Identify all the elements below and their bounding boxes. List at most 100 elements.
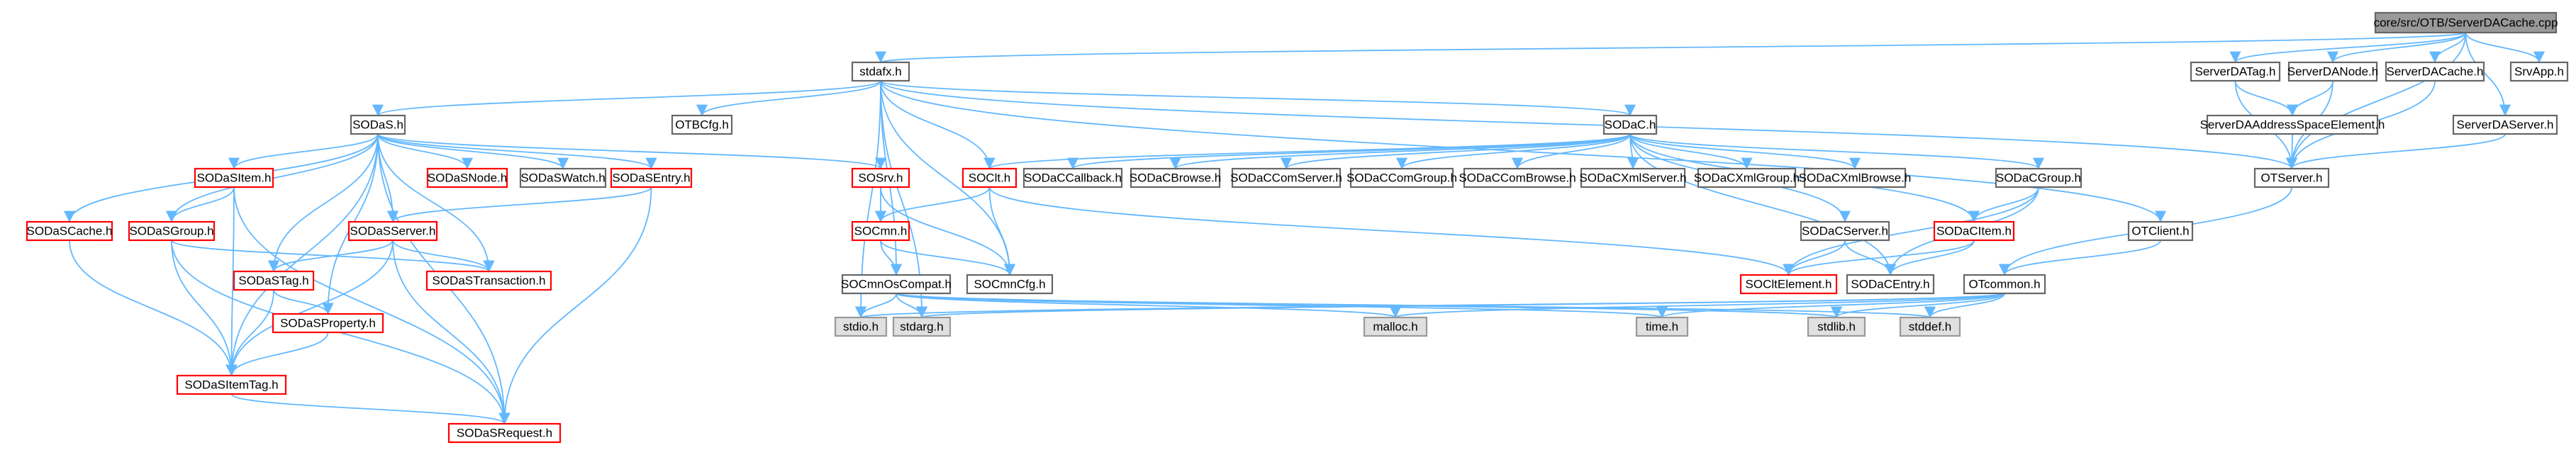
- node-sodaswatch[interactable]: SODaSWatch.h: [519, 167, 607, 189]
- node-srvapp[interactable]: SrvApp.h: [2509, 61, 2569, 82]
- node-sodasitemtag[interactable]: SODaSItemTag.h: [176, 374, 287, 395]
- node-label-sodasserver: SODaSServer.h: [350, 224, 436, 237]
- node-stddef[interactable]: stddef.h: [1899, 316, 1961, 337]
- node-label-sodacitem: SODaCItem.h: [1936, 224, 2012, 237]
- node-malloc[interactable]: malloc.h: [1363, 316, 1428, 337]
- edge-root-to-serverdaserver: [2465, 32, 2511, 116]
- node-sodacitem[interactable]: SODaCItem.h: [1933, 220, 2015, 242]
- node-sosrv[interactable]: SOSrv.h: [851, 167, 910, 189]
- node-box-socmn: [851, 220, 910, 242]
- edge-soclt-to-socltelement: [988, 186, 1795, 276]
- node-soclt[interactable]: SOClt.h: [961, 167, 1017, 189]
- node-sodacbrowse[interactable]: SODaCBrowse.h: [1130, 167, 1221, 189]
- node-time[interactable]: time.h: [1635, 316, 1689, 337]
- node-box-stdlib: [1807, 316, 1866, 337]
- node-sodaccallback[interactable]: SODaCCallback.h: [1022, 167, 1123, 189]
- edge-sodac-to-sodacxmlgroup: [1629, 133, 1753, 169]
- node-socltelement[interactable]: SOCltElement.h: [1739, 274, 1838, 295]
- node-sodacserver[interactable]: SODaCServer.h: [1800, 220, 1890, 242]
- node-sodastransaction[interactable]: SODaSTransaction.h: [425, 270, 552, 291]
- node-serverdatag[interactable]: ServerDATag.h: [2190, 61, 2281, 82]
- edge-sodas-to-sodasitem: [228, 133, 379, 169]
- edge-root-to-serverdatag: [2229, 32, 2467, 63]
- node-sodacgroup[interactable]: SODaCGroup.h: [1995, 167, 2082, 189]
- node-sodacxmlserver[interactable]: SODaCXmlServer.h: [1579, 167, 1687, 189]
- node-label-sodasrequest: SODaSRequest.h: [457, 426, 552, 439]
- node-sodastag[interactable]: SODaSTag.h: [233, 270, 315, 291]
- node-sodaccomgroup[interactable]: SODaCComGroup.h: [1346, 167, 1457, 189]
- node-label-sodacserver: SODaCServer.h: [1802, 224, 1888, 237]
- node-sodasitem[interactable]: SODaSItem.h: [194, 167, 274, 189]
- node-box-sodaccombrowse: [1463, 167, 1572, 189]
- node-sodaccombrowse[interactable]: SODaCComBrowse.h: [1459, 167, 1576, 189]
- node-socmnoscompat[interactable]: SOCmnOsCompat.h: [841, 274, 952, 295]
- node-label-sodasnode: SODaSNode.h: [428, 171, 507, 184]
- node-label-socltelement: SOCltElement.h: [1746, 277, 1832, 291]
- edge-sodasserver-to-sodastransaction: [392, 240, 495, 272]
- node-sodasproperty[interactable]: SODaSProperty.h: [272, 313, 384, 334]
- node-otbcfg[interactable]: OTBCfg.h: [671, 114, 733, 135]
- node-sodasserver[interactable]: SODaSServer.h: [347, 220, 438, 242]
- edge-otcommon-to-stdlib: [1831, 293, 2005, 318]
- node-sodasgroup[interactable]: SODaSGroup.h: [128, 220, 216, 242]
- node-label-sodacxmlgroup: SODaCXmlGroup.h: [1694, 171, 1800, 184]
- node-sodas[interactable]: SODaS.h: [350, 114, 406, 135]
- node-sodascache[interactable]: SODaSCache.h: [26, 220, 113, 242]
- node-label-sodacbrowse: SODaCBrowse.h: [1130, 171, 1221, 184]
- node-socmn[interactable]: SOCmn.h: [851, 220, 910, 242]
- node-serverdaserver[interactable]: ServerDAServer.h: [2452, 114, 2558, 135]
- edge-sodas-to-sodaswatch: [377, 133, 569, 169]
- edge-sodasserver-to-sodasrequest: [392, 240, 511, 424]
- node-label-sodascache: SODaSCache.h: [27, 224, 113, 237]
- node-box-soclt: [961, 167, 1017, 189]
- node-box-serverdaase: [2206, 114, 2379, 135]
- node-sodasentry[interactable]: SODaSEntry.h: [610, 167, 693, 189]
- edge-socmnoscompat-to-stdio: [854, 293, 897, 318]
- node-label-serverdatag: ServerDATag.h: [2195, 64, 2275, 78]
- node-label-root: core/src/OTB/ServerDACache.cpp: [2374, 16, 2558, 29]
- node-socmncfg[interactable]: SOCmnCfg.h: [966, 274, 1054, 295]
- edge-otcommon-to-stddef: [1924, 293, 2005, 318]
- node-root[interactable]: core/src/OTB/ServerDACache.cpp: [2374, 11, 2558, 34]
- node-box-sodasentry: [610, 167, 693, 189]
- node-otclient[interactable]: OTClient.h: [2127, 220, 2194, 242]
- edge-sodasitem-to-sodasgroup: [165, 186, 235, 223]
- node-serverdaase[interactable]: ServerDAAddressSpaceElement.h: [2200, 114, 2385, 135]
- edge-sodasentry-to-sodasserver: [387, 186, 652, 223]
- node-otserver[interactable]: OTServer.h: [2253, 167, 2330, 189]
- edge-sodasitemtag-to-sodasrequest: [230, 393, 511, 424]
- node-box-sodaccomserver: [1231, 167, 1342, 189]
- node-label-sodacxmlserver: SODaCXmlServer.h: [1579, 171, 1686, 184]
- node-box-sodac: [1602, 114, 1658, 135]
- node-stdarg[interactable]: stdarg.h: [892, 316, 952, 337]
- node-box-sodascache: [26, 220, 113, 242]
- node-sodasnode[interactable]: SODaSNode.h: [426, 167, 508, 189]
- node-stdio[interactable]: stdio.h: [834, 316, 888, 337]
- node-serverdacache[interactable]: ServerDACache.h: [2385, 61, 2485, 82]
- node-box-socmnoscompat: [841, 274, 952, 295]
- node-box-otclient: [2127, 220, 2194, 242]
- node-sodaccomserver[interactable]: SODaCComServer.h: [1230, 167, 1342, 189]
- node-box-sodastag: [233, 270, 315, 291]
- node-otcommon[interactable]: OTcommon.h: [1963, 274, 2046, 295]
- node-stdafx[interactable]: stdafx.h: [851, 61, 910, 82]
- node-box-otserver: [2253, 167, 2330, 189]
- node-label-sodacxmlbrowse: SODaCXmlBrowse.h: [1799, 171, 1912, 184]
- node-sodacentry[interactable]: SODaCEntry.h: [1846, 274, 1935, 295]
- node-sodasrequest[interactable]: SODaSRequest.h: [447, 422, 562, 444]
- node-box-sodacitem: [1933, 220, 2015, 242]
- node-sodac[interactable]: SODaC.h: [1602, 114, 1658, 135]
- node-serverdanode[interactable]: ServerDANode.h: [2287, 61, 2379, 82]
- node-box-sodacxmlbrowse: [1803, 167, 1907, 189]
- edge-sodasserver-to-sodasitemtag: [225, 240, 394, 376]
- node-box-serverdatag: [2190, 61, 2281, 82]
- node-sodacxmlbrowse[interactable]: SODaCXmlBrowse.h: [1799, 167, 1912, 189]
- edge-sodas-to-sodasentry: [377, 133, 657, 169]
- edge-stdafx-to-otserver: [880, 80, 2297, 169]
- node-box-sodasproperty: [272, 313, 384, 334]
- node-box-sodasnode: [426, 167, 508, 189]
- edge-sodas-to-sodasnode: [377, 133, 474, 169]
- node-sodacxmlgroup[interactable]: SODaCXmlGroup.h: [1694, 167, 1800, 189]
- node-stdlib[interactable]: stdlib.h: [1807, 316, 1866, 337]
